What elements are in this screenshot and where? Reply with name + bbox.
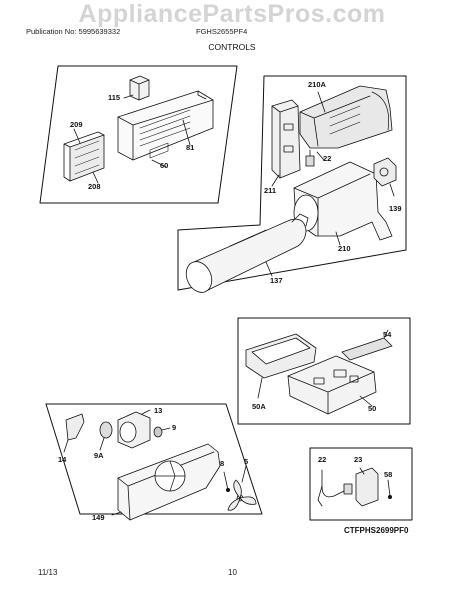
footer-date: 11/13	[38, 568, 58, 577]
callout-139: 139	[389, 204, 402, 213]
callout-5: 5	[244, 457, 248, 466]
callout-137: 137	[270, 276, 283, 285]
watermark: AppliancePartsPros.com	[78, 0, 386, 28]
callout-8: 8	[220, 459, 224, 468]
part-housing-210A	[299, 85, 393, 149]
part-harness-22	[317, 469, 353, 507]
part-control-board-50	[287, 355, 377, 415]
part-clip-115	[123, 75, 150, 101]
callout-50: 50	[368, 404, 376, 413]
section-frame-control-board	[237, 317, 411, 425]
part-motor-13	[117, 409, 151, 449]
part-connector-22	[305, 149, 325, 167]
part-switch-139	[373, 157, 397, 197]
callout-60: 60	[160, 161, 168, 170]
callout-50A: 50A	[252, 402, 266, 411]
callout-22-upper: 22	[323, 154, 331, 163]
part-fan-shroud-149	[111, 443, 221, 521]
callout-208: 208	[88, 182, 101, 191]
part-filter-frame-209	[63, 128, 105, 184]
part-screw-58	[387, 479, 392, 499]
callout-115: 115	[108, 93, 120, 102]
callout-13: 13	[154, 406, 162, 415]
callout-81: 81	[186, 143, 194, 152]
callout-54: 54	[383, 330, 392, 339]
footer-page-number: 10	[228, 568, 237, 577]
part-bracket-14	[63, 413, 85, 453]
callout-58: 58	[384, 470, 392, 479]
part-screw-8	[223, 471, 230, 492]
section-frame-air-filter	[39, 65, 238, 204]
part-water-filter-137	[185, 213, 309, 293]
publication-number: Publication No: 5995639332	[26, 27, 121, 36]
part-strip-54	[341, 329, 393, 361]
callout-14: 14	[58, 455, 67, 464]
callout-149: 149	[92, 513, 105, 522]
section-frame-filter-housing	[177, 75, 407, 291]
callout-209: 209	[70, 120, 83, 129]
callout-22-lower: 22	[318, 455, 326, 464]
callout-210: 210	[338, 244, 351, 253]
section-frame-fan-assembly	[45, 403, 263, 515]
callout-210A: 210A	[308, 80, 327, 89]
part-cover-50A	[245, 333, 317, 399]
page-title: CONTROLS	[208, 42, 256, 52]
callout-23: 23	[354, 455, 362, 464]
part-bracket-23	[355, 467, 379, 507]
part-fan-blade-5	[227, 465, 257, 511]
part-grommet-9A	[99, 421, 113, 451]
figure-code: CTFPHS2699PF0	[344, 526, 409, 535]
section-frame-wiring	[309, 447, 413, 521]
callout-211: 211	[264, 186, 276, 195]
part-grommet-9	[153, 426, 171, 438]
part-bracket-211	[271, 99, 301, 187]
callout-9A: 9A	[94, 451, 104, 460]
callout-9: 9	[172, 423, 176, 432]
part-filter-housing-60	[117, 90, 214, 168]
model-number: FGHS2655PF4	[196, 27, 248, 36]
